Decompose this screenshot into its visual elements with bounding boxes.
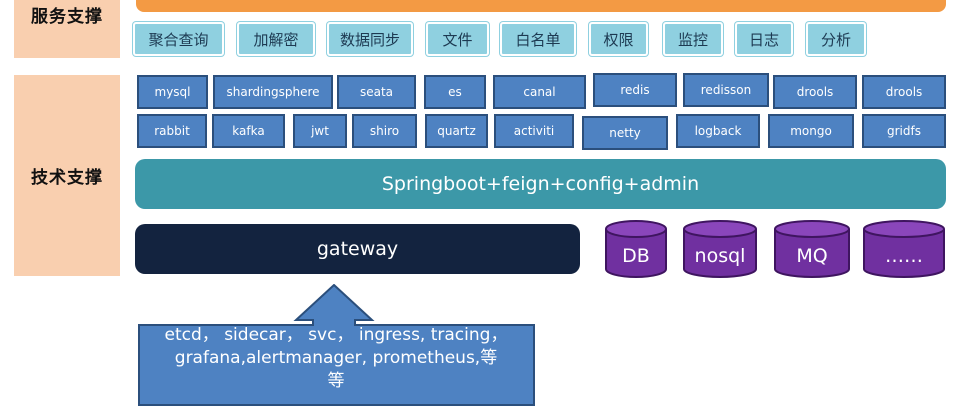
infra-text-line-3: 等 (327, 371, 345, 391)
tech-item-logback: logback (676, 114, 760, 148)
service-item-whitelist: 白名单 (500, 22, 576, 56)
tech-item-kafka: kafka (212, 114, 285, 148)
tech-item-redisson: redisson (683, 73, 769, 107)
service-item-aggregate-query: 聚合查询 (133, 22, 224, 56)
tech-item-canal: canal (493, 75, 586, 109)
framework-bar: Springboot+feign+config+admin (135, 159, 946, 209)
store-db-label: DB (622, 245, 650, 267)
service-item-file: 文件 (426, 22, 489, 56)
tech-item-gridfs: gridfs (862, 114, 946, 148)
tech-item-mongo: mongo (768, 114, 854, 148)
tech-item-shardingsphere: shardingsphere (213, 75, 333, 109)
tech-item-drools: drools (773, 75, 857, 109)
tech-item-redis: redis (593, 73, 677, 107)
store-mq-cylinder: MQ (773, 220, 851, 278)
tech-item-shiro: shiro (352, 114, 417, 148)
store-nosql-cylinder: nosql (682, 220, 758, 278)
tech-item-seata: seata (337, 75, 416, 109)
tech-item-es: es (424, 75, 486, 109)
service-item-analysis: 分析 (806, 22, 866, 56)
service-support-label: 服务支撑 (14, 0, 120, 58)
infra-text-line-2: grafana,alertmanager, prometheus,等 (174, 348, 498, 368)
store-db-cylinder: DB (604, 220, 668, 278)
infra-text: etcd， sidecar， svc， ingress, tracing， gr… (139, 324, 533, 406)
gateway-bar: gateway (135, 224, 580, 274)
tech-item-jwt: jwt (293, 114, 347, 148)
tech-item-activiti: activiti (494, 114, 574, 148)
tech-item-netty: netty (582, 116, 668, 150)
service-item-data-sync: 数据同步 (327, 22, 413, 56)
service-item-monitor: 监控 (663, 22, 723, 56)
store-nosql-label: nosql (694, 245, 746, 267)
infra-up-arrow (138, 284, 535, 406)
infra-text-line-1: etcd， sidecar， svc， ingress, tracing， (164, 325, 508, 345)
tech-item-quartz: quartz (425, 114, 488, 148)
store-more-cylinder: …… (862, 220, 946, 278)
tech-item-drools-2: drools (862, 75, 946, 109)
service-top-bar (136, 0, 946, 12)
service-item-encryption: 加解密 (237, 22, 315, 56)
tech-support-label: 技术支撑 (14, 75, 120, 276)
store-more-label: …… (885, 245, 923, 267)
store-mq-label: MQ (796, 245, 828, 267)
service-item-log: 日志 (735, 22, 793, 56)
tech-item-mysql: mysql (137, 75, 208, 109)
tech-item-rabbit: rabbit (137, 114, 207, 148)
service-item-permission: 权限 (589, 22, 648, 56)
